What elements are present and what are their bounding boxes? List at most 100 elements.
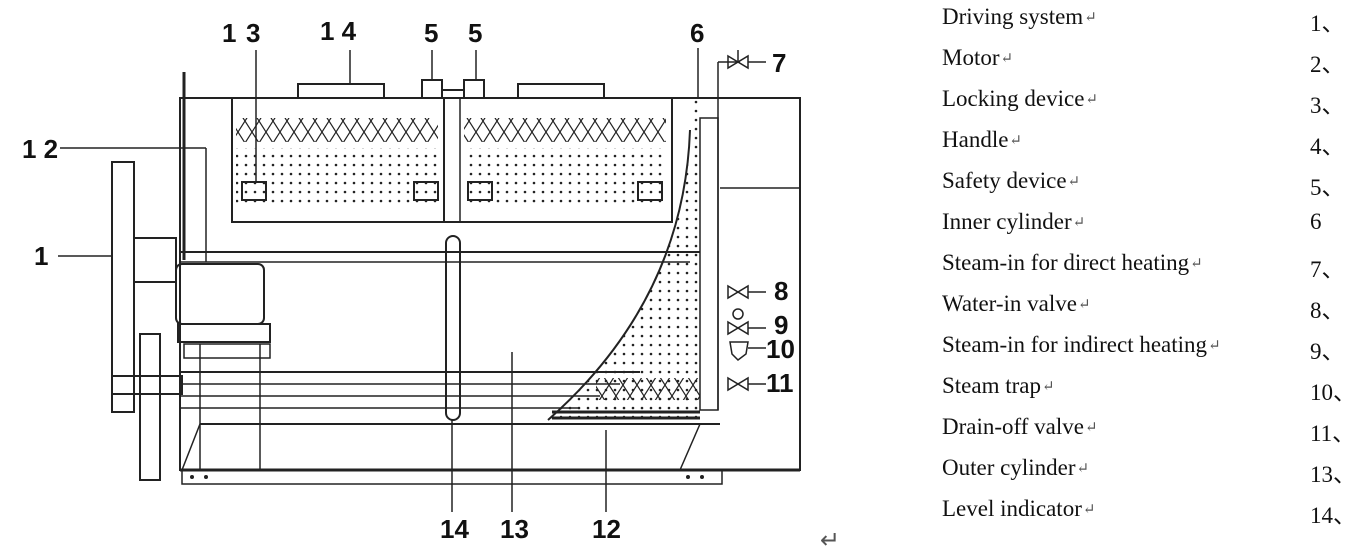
legend-item-number: 9、 <box>1310 339 1345 364</box>
legend-row: Steam trap↵ 10、 <box>942 373 1359 405</box>
paragraph-mark-icon: ↵ <box>1000 51 1014 67</box>
legend-row: Outer cylinder↵ 13、 <box>942 455 1359 487</box>
paragraph-mark-icon: ↵ <box>1042 379 1055 395</box>
legend-row: Inner cylinder↵ 6 <box>942 209 1359 237</box>
callout-6: 6 <box>690 18 704 48</box>
legend-item-label: Steam-in for direct heating <box>942 250 1190 275</box>
legend-item-name: Steam-in for indirect heating↵ <box>942 332 1221 358</box>
legend-item-name: Outer cylinder↵ <box>942 455 1089 481</box>
paragraph-mark-icon: ↵ <box>1009 133 1022 149</box>
driving-system <box>111 72 232 481</box>
paragraph-mark: ↵ <box>820 526 840 551</box>
paragraph-mark-icon: ↵ <box>1076 461 1090 477</box>
drain-off-valve <box>727 376 749 392</box>
motor <box>175 263 271 470</box>
legend-item-name: Safety device↵ <box>942 168 1080 194</box>
legend-row: Safety device↵ 5、 <box>942 168 1359 200</box>
inner-cylinder-top <box>231 97 673 223</box>
drum-shaft <box>180 251 720 425</box>
legend-item-name: Level indicator↵ <box>942 496 1095 522</box>
callout-12-bottom: 12 <box>592 514 621 544</box>
legend-item-name: Inner cylinder↵ <box>942 209 1085 235</box>
legend-item-number: 1、 <box>1310 11 1345 36</box>
legend-item-name: Driving system↵ <box>942 4 1097 30</box>
legend-item-number: 11、 <box>1310 421 1356 446</box>
paragraph-mark-icon: ↵ <box>1072 215 1086 231</box>
callout-10: 10 <box>766 334 795 364</box>
legend-item-name: Steam trap↵ <box>942 373 1055 399</box>
base-frame <box>181 423 701 471</box>
legend-item-name: Steam-in for direct heating↵ <box>942 250 1203 276</box>
steam-trap <box>729 341 749 361</box>
legend-item-number: 5、 <box>1310 175 1345 200</box>
legend-item-name: Drain-off valve↵ <box>942 414 1098 440</box>
legend-row: Water-in valve↵ 8、 <box>942 291 1359 323</box>
legend-item-number: 2、 <box>1310 52 1345 77</box>
paragraph-mark-icon: ↵ <box>1085 420 1098 436</box>
callout-13: 13 <box>500 514 529 544</box>
callout-14-bottom: 14 <box>440 514 469 544</box>
legend-row: Level indicator↵ 14、 <box>942 496 1359 528</box>
legend-item-number: 6 <box>1310 209 1322 234</box>
legend-item-number: 13、 <box>1310 462 1356 487</box>
legend-item-label: Outer cylinder <box>942 455 1076 480</box>
callout-12-left: 1 2 <box>22 134 58 164</box>
legend-item-name: Water-in valve↵ <box>942 291 1091 317</box>
legend-row: Steam-in for direct heating↵ 7、 <box>942 250 1359 282</box>
paragraph-mark-icon: ↵ <box>1208 338 1221 354</box>
inner-cylinder <box>547 98 719 421</box>
level-indicator <box>445 235 461 421</box>
legend-item-number: 8、 <box>1310 298 1345 323</box>
legend-item-label: Motor <box>942 45 1000 70</box>
legend-item-number: 10、 <box>1310 380 1356 405</box>
legend-item-label: Handle <box>942 127 1009 152</box>
legend-item-name: Locking device↵ <box>942 86 1098 112</box>
callout-9: 9 <box>774 310 788 340</box>
legend-item-name: Motor↵ <box>942 45 1013 71</box>
steam-in-direct-valve <box>717 50 749 410</box>
legend-row: Driving system↵ 1、 <box>942 4 1359 36</box>
locking-device <box>241 181 663 201</box>
legend-table: Driving system↵1、Motor↵2、Locking device↵… <box>942 0 1359 551</box>
steam-in-indirect-valve <box>727 308 749 336</box>
callout-5b: 5 <box>468 18 482 48</box>
legend-item-label: Steam-in for indirect heating <box>942 332 1208 357</box>
callout-11: 11 <box>766 368 794 398</box>
legend-row: Motor↵ 2、 <box>942 45 1359 77</box>
legend-item-label: Locking device <box>942 86 1085 111</box>
legend-item-number: 7、 <box>1310 257 1345 282</box>
callout-14-top: 1 4 <box>320 16 357 46</box>
legend-item-label: Water-in valve <box>942 291 1077 316</box>
legend-item-label: Safety device <box>942 168 1067 193</box>
legend-item-label: Level indicator <box>942 496 1082 521</box>
legend-row: Drain-off valve↵ 11、 <box>942 414 1359 446</box>
callout-8: 8 <box>774 276 788 306</box>
leader-lines <box>58 48 766 512</box>
legend-row: Handle↵ 4、 <box>942 127 1359 159</box>
paragraph-mark-icon: ↵ <box>1190 256 1203 272</box>
safety-device <box>421 79 485 99</box>
paragraph-mark-icon: ↵ <box>1082 502 1096 518</box>
legend-row: Steam-in for indirect heating↵ 9、 <box>942 332 1359 364</box>
paragraph-mark-icon: ↵ <box>1084 10 1097 26</box>
paragraph-mark-icon: ↵ <box>1067 174 1081 190</box>
callout-7: 7 <box>772 48 786 78</box>
legend-item-label: Steam trap <box>942 373 1041 398</box>
water-in-valve <box>727 284 749 300</box>
callout-1: 1 <box>34 241 48 271</box>
callout-5a: 5 <box>424 18 438 48</box>
legend-item-number: 4、 <box>1310 134 1345 159</box>
legend-item-label: Driving system <box>942 4 1084 29</box>
handle <box>297 83 605 99</box>
legend-row: Locking device↵ 3、 <box>942 86 1359 118</box>
paragraph-mark-icon: ↵ <box>1085 92 1098 108</box>
paragraph-mark-icon: ↵ <box>1077 297 1091 313</box>
legend-item-number: 3、 <box>1310 93 1345 118</box>
legend-item-name: Handle↵ <box>942 127 1022 153</box>
washing-machine-diagram: 1 1 2 1 3 1 4 5 5 6 7 8 9 10 11 14 13 12… <box>22 16 840 551</box>
callout-1-top: 1 <box>222 18 236 48</box>
legend-item-label: Drain-off valve <box>942 414 1084 439</box>
callout-3: 3 <box>246 18 260 48</box>
legend-item-number: 14、 <box>1310 503 1356 528</box>
legend-item-label: Inner cylinder <box>942 209 1072 234</box>
